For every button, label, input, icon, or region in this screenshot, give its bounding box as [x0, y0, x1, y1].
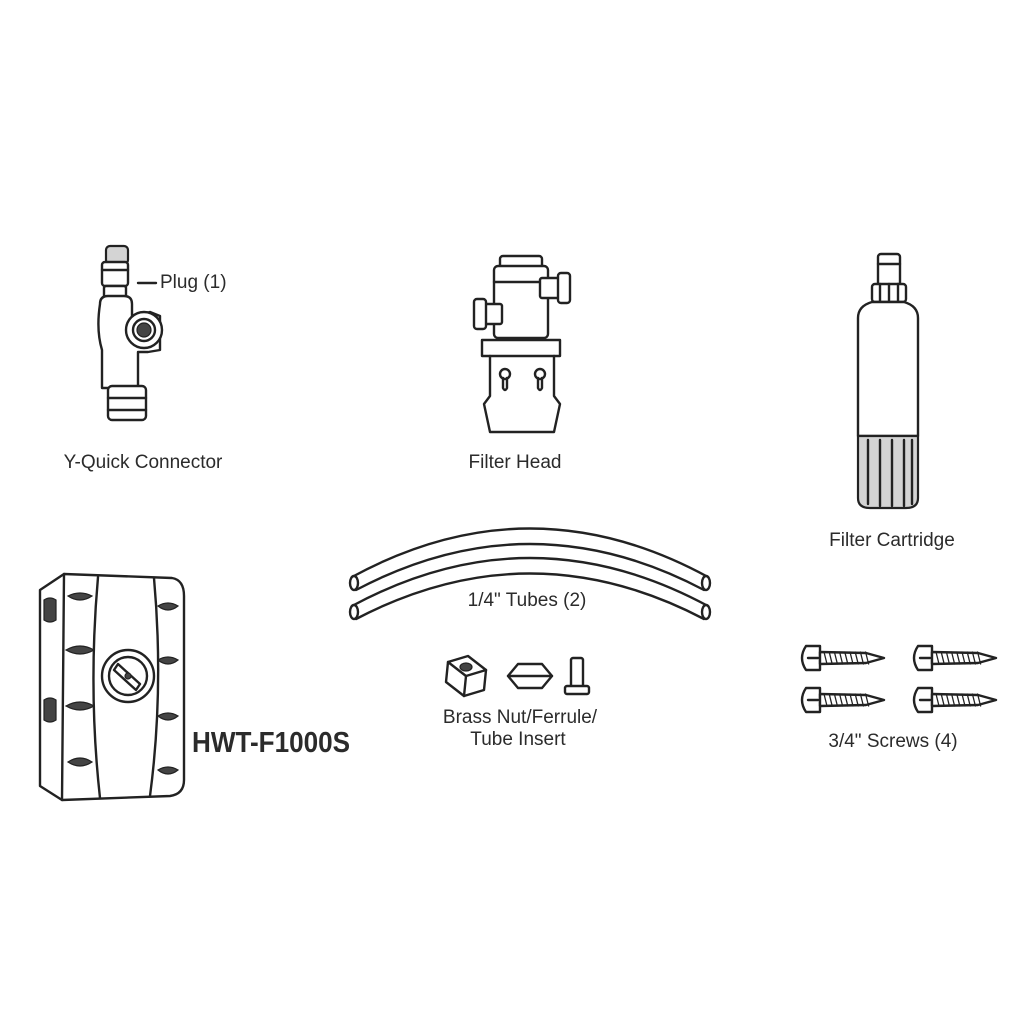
- model-number: HWT-F1000S: [192, 727, 351, 759]
- screw-icon: [800, 644, 886, 672]
- plug-label: Plug (1): [160, 272, 227, 293]
- filter-cartridge-drawing: [856, 252, 920, 510]
- y-quick-connector-label: Y-Quick Connector: [63, 452, 223, 473]
- tubes-drawing: [348, 527, 712, 621]
- screws-drawing: [800, 644, 998, 714]
- filter-head-drawing: [472, 254, 572, 434]
- brass-nut-drawing: [444, 654, 488, 698]
- plug-drawing: [100, 244, 130, 302]
- tube-insert-drawing: [563, 656, 591, 696]
- screw-icon: [912, 644, 998, 672]
- brass-parts-label-line2: Tube Insert: [470, 729, 566, 750]
- screws-label: 3/4" Screws (4): [828, 731, 958, 752]
- hwt-unit-drawing: [38, 572, 186, 802]
- brass-parts-label-line1: Brass Nut/Ferrule/: [442, 707, 598, 728]
- screw-icon: [912, 686, 998, 714]
- y-quick-connector-drawing: [97, 244, 164, 422]
- filter-head-label: Filter Head: [468, 452, 562, 473]
- screw-icon: [800, 686, 886, 714]
- filter-cartridge-label: Filter Cartridge: [829, 530, 955, 551]
- ferrule-drawing: [506, 662, 554, 690]
- tubes-label: 1/4" Tubes (2): [467, 590, 587, 611]
